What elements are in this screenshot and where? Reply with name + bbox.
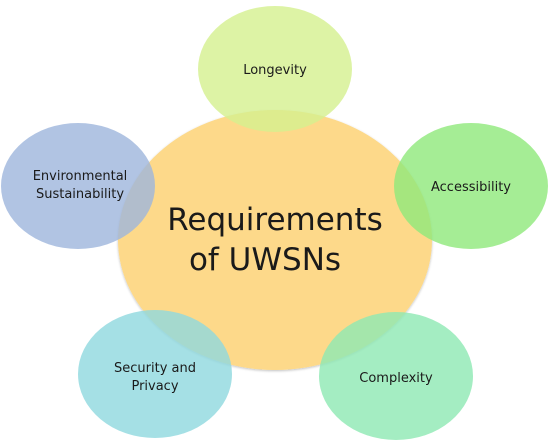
- node-environmental: Environmental Sustainability: [1, 123, 155, 249]
- longevity-label: Longevity: [243, 63, 307, 78]
- longevity-circle: [198, 6, 352, 132]
- center-circle: [118, 110, 432, 370]
- environmental-label-line2: Sustainability: [36, 187, 124, 202]
- node-accessibility: Accessibility: [394, 123, 548, 249]
- center-title-line2: of UWSNs: [189, 242, 341, 278]
- environmental-circle: [1, 123, 155, 249]
- security-label-line1: Security and: [114, 361, 196, 376]
- center-title-line1: Requirements: [167, 202, 383, 238]
- accessibility-circle: [394, 123, 548, 249]
- node-complexity: Complexity: [319, 312, 473, 440]
- node-security: Security and Privacy: [78, 310, 232, 438]
- complexity-label: Complexity: [359, 371, 433, 386]
- accessibility-label: Accessibility: [431, 180, 511, 195]
- node-longevity: Longevity: [198, 6, 352, 132]
- center-node: Requirements of UWSNs: [118, 110, 432, 370]
- security-label-line2: Privacy: [131, 379, 178, 394]
- environmental-label-line1: Environmental: [33, 169, 128, 184]
- complexity-circle: [319, 312, 473, 440]
- security-circle: [78, 310, 232, 438]
